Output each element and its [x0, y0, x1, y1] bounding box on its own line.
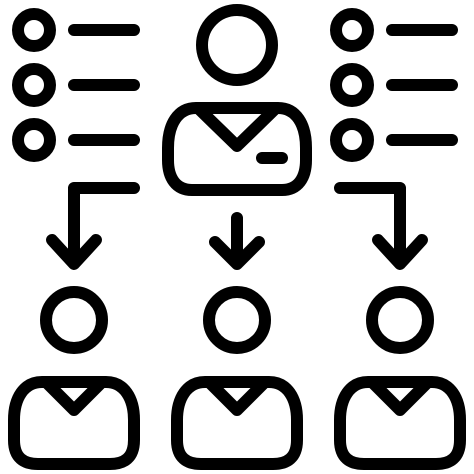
left-task-list-icon: [12, 8, 140, 162]
member-head: [40, 286, 108, 354]
team-member-left-user-icon: [8, 286, 140, 470]
member-head: [203, 286, 271, 354]
center-arrow-down-icon: [209, 212, 265, 270]
left-arrow-down-icon: [46, 182, 140, 270]
team-member-right-user-icon: [334, 286, 466, 470]
bullet-icon: [330, 8, 374, 52]
member-body: [171, 376, 303, 470]
member-collar: [42, 378, 106, 416]
flow-arrows: [46, 182, 428, 270]
right-arrow-down-icon: [334, 182, 428, 270]
manager-head: [196, 4, 278, 86]
manager-body: [162, 102, 312, 196]
right-task-list-icon: [330, 8, 458, 162]
member-head: [366, 286, 434, 354]
member-body: [8, 376, 140, 470]
bullet-icon: [330, 63, 374, 107]
member-body: [334, 376, 466, 470]
manager-collar: [194, 104, 280, 152]
member-collar: [205, 378, 269, 416]
bullet-icon: [12, 63, 56, 107]
bullet-icon: [330, 118, 374, 162]
bullet-icon: [12, 8, 56, 52]
bullet-icon: [12, 118, 56, 162]
member-collar: [368, 378, 432, 416]
manager-user-icon: [162, 4, 312, 196]
team-member-center-user-icon: [171, 286, 303, 470]
